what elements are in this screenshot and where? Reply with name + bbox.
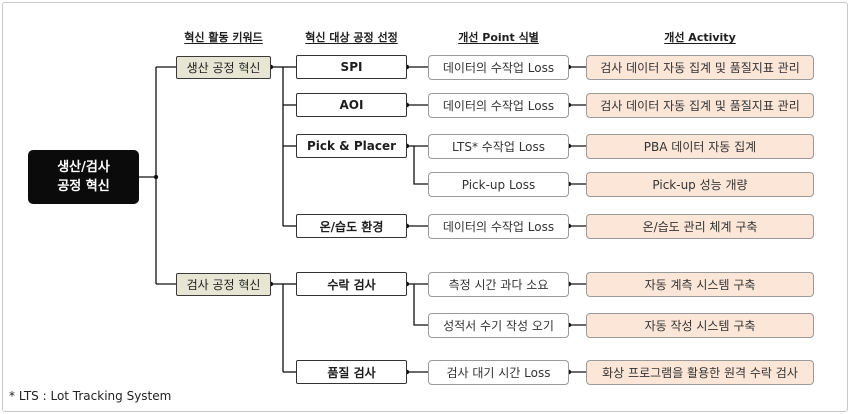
keyword-inspection: 검사 공정 혁신 [176,273,271,296]
header-keyword: 혁신 활동 키워드 [184,31,263,44]
keyword-production: 생산 공정 혁신 [176,56,271,79]
target-env: 온/습도 환경 [296,214,407,238]
activity-item: 자동 작성 시스템 구축 [586,313,814,338]
point-item: 성적서 수기 작성 오기 [428,313,569,338]
header-target: 혁신 대상 공정 선정 [305,31,398,44]
junction-dot [153,174,159,180]
point-item: 데이터의 수작업 Loss [428,93,569,118]
point-item: Pick-up Loss [428,172,569,197]
connector-acceptance-branch [413,284,428,326]
point-item: 검사 대기 시간 Loss [428,360,569,385]
root-line-1: 생산/검사 [57,160,110,175]
activity-item: Pick-up 성능 개량 [586,172,814,197]
point-item: 측정 시간 과다 소요 [428,272,569,297]
root-node: 생산/검사 공정 혁신 [28,150,139,204]
activity-item: 자동 계측 시스템 구축 [586,272,814,297]
target-pick-placer: Pick & Placer [296,134,407,158]
target-quality: 품질 검사 [296,360,407,384]
activity-item: 화상 프로그램을 활용한 원격 수락 검사 [586,360,814,385]
activity-item: 온/습도 관리 체계 구축 [586,214,814,239]
header-activity: 개선 Activity [664,31,736,44]
connector-pickplacer-branch [413,146,428,185]
point-item: 데이터의 수작업 Loss [428,214,569,239]
activity-item: 검사 데이터 자동 집계 및 품질지표 관리 [586,93,814,118]
header-point: 개선 Point 식별 [458,31,539,44]
footnote: * LTS : Lot Tracking System [9,389,172,403]
point-item: LTS* 수작업 Loss [428,134,569,159]
point-item: 데이터의 수작업 Loss [428,55,569,80]
root-line-2: 공정 혁신 [57,179,110,194]
target-spi: SPI [296,55,407,79]
activity-item: 검사 데이터 자동 집계 및 품질지표 관리 [586,55,814,80]
target-acceptance: 수락 검사 [296,272,407,296]
activity-item: PBA 데이터 자동 집계 [586,134,814,159]
target-aoi: AOI [296,93,407,117]
